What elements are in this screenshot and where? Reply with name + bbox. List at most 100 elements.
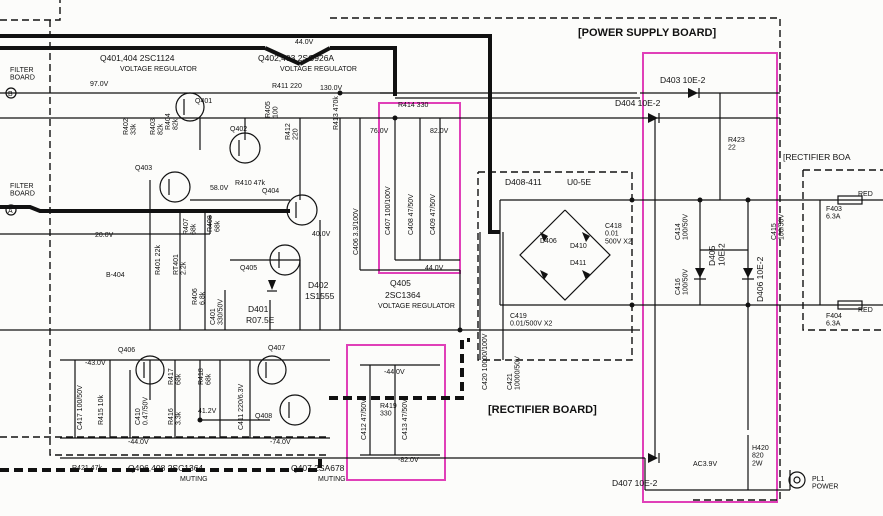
c415-label: C415100/50V: [771, 214, 786, 240]
q405-title-label: Q405: [390, 278, 411, 288]
svg-text:B: B: [8, 91, 13, 98]
c406-label: C406 3.3/100V: [353, 208, 360, 255]
c409-label: C409 47/50V: [430, 194, 437, 235]
r404-label: R40482k: [165, 113, 180, 130]
r403-label: R40382k: [150, 118, 165, 135]
r415-label: R415 10k: [98, 395, 105, 425]
rectifier-board-right-outline: [802, 169, 883, 331]
c412-label: C412 47/50V: [361, 399, 368, 440]
connectors: B A: [5, 87, 863, 489]
fuse-f403: [837, 195, 863, 205]
thin-wires: [0, 92, 883, 491]
voltage-minus-44-bottom: -44.0V: [128, 439, 149, 446]
b404-label: B-404: [106, 272, 125, 279]
filter-board-connector-1: B: [5, 87, 17, 99]
r421-label: R421 47k: [72, 465, 102, 472]
r416-label: R4163.3k: [168, 408, 183, 425]
muting-label-2: MUTING: [318, 476, 346, 483]
voltage-minus-82: -82.0V: [398, 457, 419, 464]
transistor-q404: [286, 194, 318, 226]
fuse-f404: [837, 300, 863, 310]
d406-label: D406 10E-2: [755, 256, 765, 302]
voltage-82: 82.0V: [430, 128, 449, 135]
voltage-20: 20.0V: [95, 232, 114, 239]
c401-label: C401330/50V: [210, 299, 225, 325]
transistor-q407: [257, 355, 287, 385]
voltage-41: 41.2V: [198, 408, 217, 415]
c410-label: C4100.47/50V: [135, 397, 150, 425]
q401-label: Q401: [195, 98, 212, 105]
c420-label: C420 10000/100V: [482, 333, 489, 390]
highlight-box-c408-c409: [378, 102, 461, 274]
highlight-box-c412-c413: [346, 344, 446, 481]
voltage-40: 40.0V: [312, 231, 331, 238]
r413-label: R413 470k: [333, 96, 340, 130]
d408-411-label: D408-411: [505, 177, 542, 187]
c408-label: C408 47/50V: [408, 194, 415, 235]
svg-text:A: A: [8, 208, 13, 215]
q407-label: Q407: [268, 345, 285, 352]
rectifier-board-label: [RECTIFIER BOARD]: [488, 404, 597, 416]
ac-voltage: AC3.9V: [693, 461, 717, 468]
d404-label: D404 10E-2: [615, 98, 661, 108]
voltage-76: 76.0V: [370, 128, 389, 135]
q404-label: Q404: [262, 188, 279, 195]
pl1-power-connector: [788, 471, 806, 489]
r408-label: R40868k: [207, 215, 222, 232]
transistor-q406: [135, 355, 165, 385]
c421-label: C42110000/50V: [507, 356, 522, 390]
rectifier-board-right-label: [RECTIFIER BOA: [783, 152, 851, 162]
voltage-regulator-label-2: VOLTAGE REGULATOR: [280, 66, 357, 73]
r401-label: R401 22k: [155, 245, 162, 275]
r407-label: R40768k: [183, 218, 198, 235]
d403-label: D403 10E-2: [660, 75, 706, 85]
highlight-box-d403-d407: [642, 52, 778, 503]
r417-label: R41768k: [168, 368, 183, 385]
voltage-minus-43: -43.0V: [85, 360, 106, 367]
q403-label: Q403: [135, 165, 152, 172]
q406-408-label: Q406,408 2SC1364: [128, 463, 203, 473]
q402-403-label: Q402,403 2SC926A: [258, 53, 334, 63]
voltage-44-q405: 44.0V: [425, 265, 444, 272]
r406-label: R4066.8k: [192, 288, 207, 305]
voltage-97: 97.0V: [90, 81, 109, 88]
d402-part-label: 1S1555: [305, 291, 335, 301]
c411-label: C411 220/6.3V: [238, 383, 245, 430]
voltage-58: 58.0V: [210, 185, 229, 192]
r418-label: R41868k: [198, 368, 213, 385]
d410-label: D410: [570, 243, 587, 250]
c416-label: C416100/50V: [675, 269, 690, 295]
q407-part-label: Q407 2SA678: [291, 463, 345, 473]
muting-label-1: MUTING: [180, 476, 208, 483]
c413-label: C413 47/50V: [402, 399, 409, 440]
q401-404-label: Q401,404 2SC1124: [100, 53, 175, 63]
q405-label: Q405: [240, 265, 257, 272]
transistor-q403: [159, 171, 191, 203]
voltage-minus-44: -44.0V: [384, 369, 405, 376]
d407-label: D407 10E-2: [612, 478, 658, 488]
r411-label: R411 220: [272, 83, 302, 90]
voltage-regulator-label-1: VOLTAGE REGULATOR: [120, 66, 197, 73]
transistor-q401: [175, 92, 205, 122]
labels: [POWER SUPPLY BOARD] [RECTIFIER BOARD] […: [10, 27, 873, 491]
d401-part-label: R07.5E: [246, 315, 275, 325]
transistor-q408: [279, 394, 311, 426]
voltage-44-top: 44.0V: [295, 39, 314, 46]
d411-label: D411: [570, 260, 586, 267]
c417-label: C417 100/50V: [77, 385, 84, 430]
rt401-label: RT4012.2k: [173, 254, 188, 275]
q402-label: Q402: [230, 126, 247, 133]
d402-label: D402: [308, 280, 329, 290]
c407-label: C407 100/100V: [385, 186, 392, 235]
r405-label: R405100: [265, 101, 280, 118]
rectifier-board-outline: [477, 171, 633, 361]
r412-label: R412220: [285, 123, 300, 140]
power-supply-board-label: [POWER SUPPLY BOARD]: [578, 27, 716, 39]
